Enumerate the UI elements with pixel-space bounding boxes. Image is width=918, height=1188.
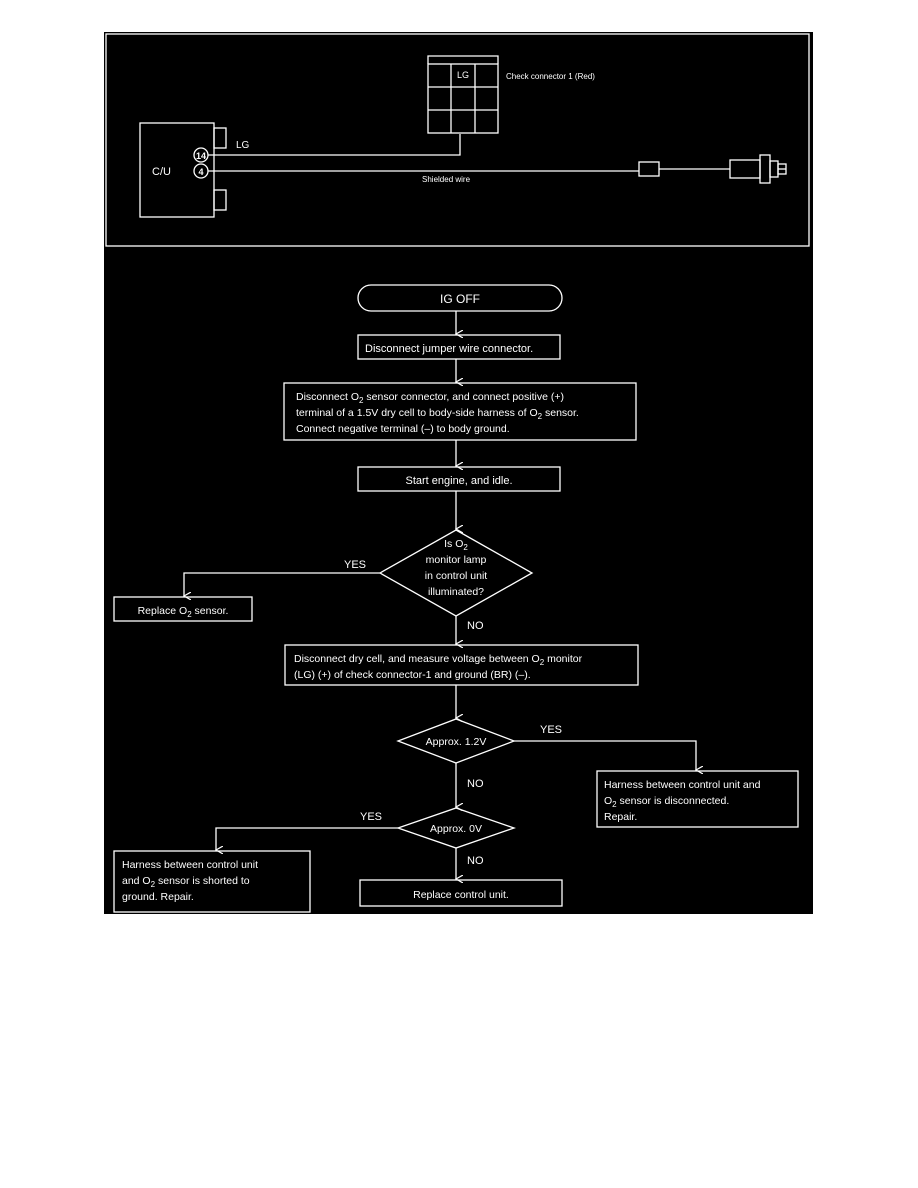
replace-sensor-label: Replace O2 sensor. — [138, 605, 229, 619]
d2-no-label: NO — [467, 778, 484, 790]
step-connect-dry-cell — [283, 382, 637, 441]
decision1-line1: Is O2 — [444, 538, 468, 552]
control-unit: C/U 14 4 — [139, 122, 227, 218]
connector-lg-label: LG — [457, 70, 469, 80]
result-disconnected-line1: Harness between control unit and — [604, 779, 761, 791]
step4-line2: (LG) (+) of check connector-1 and ground… — [294, 669, 531, 681]
decision3-label: Approx. 0V — [430, 823, 482, 835]
replace-control-unit-label: Replace control unit. — [413, 889, 509, 901]
result-shorted-line2: and O2 sensor is shorted to — [122, 875, 250, 889]
result-disconnected-box — [596, 770, 799, 828]
step2-line2: terminal of a 1.5V dry cell to body-side… — [296, 407, 579, 421]
replace-control-unit-box — [359, 879, 563, 907]
d2-yes-label: YES — [540, 724, 562, 736]
lg-wire-label: LG — [236, 140, 250, 151]
d3-yes-label: YES — [360, 811, 382, 823]
shielded-wire-label: Shielded wire — [422, 175, 471, 184]
decision1-line4: illuminated? — [428, 586, 484, 598]
result-disconnected-line3: Repair. — [604, 811, 637, 823]
pin-14-label: 14 — [196, 151, 206, 161]
d1-yes-label: YES — [344, 559, 366, 571]
wiring-panel-border — [105, 33, 810, 247]
arrow-d1-yes — [184, 572, 380, 596]
step-measure-voltage — [284, 644, 639, 686]
step-disconnect-jumper — [357, 334, 561, 360]
decision2-label: Approx. 1.2V — [426, 736, 487, 748]
arrow-d2-yes — [514, 740, 696, 770]
o2-sensor — [638, 154, 787, 184]
step2-line1: Disconnect O2 sensor connector, and conn… — [296, 391, 564, 405]
cu-label: C/U — [152, 166, 171, 178]
diagram-canvas: C/U 14 4 LG Shielded wire LG Check conne… — [105, 33, 810, 913]
step-start-engine — [357, 466, 561, 492]
decision1-line3: in control unit — [425, 570, 488, 582]
diagnostic-figure: C/U 14 4 LG Shielded wire LG Check conne… — [104, 32, 813, 914]
lg-wire — [208, 134, 461, 156]
start-label: IG OFF — [440, 292, 480, 306]
decision1-line2: monitor lamp — [426, 554, 487, 566]
step-disconnect-jumper-label: Disconnect jumper wire connector. — [365, 343, 533, 355]
d3-no-label: NO — [467, 855, 484, 867]
step-start-engine-label: Start engine, and idle. — [405, 475, 512, 487]
result-shorted-line1: Harness between control unit — [122, 859, 258, 871]
step2-line3: Connect negative terminal (–) to body gr… — [296, 423, 510, 435]
result-shorted-box — [113, 850, 311, 913]
arrow-d3-yes — [216, 827, 398, 850]
d1-no-label: NO — [467, 620, 484, 632]
replace-sensor-box — [113, 596, 253, 622]
start-node — [357, 284, 563, 312]
pin-4-label: 4 — [198, 167, 203, 177]
check-connector-label: Check connector 1 (Red) — [506, 72, 595, 81]
result-disconnected-line2: O2 sensor is disconnected. — [604, 795, 729, 809]
step4-line1: Disconnect dry cell, and measure voltage… — [294, 653, 583, 667]
check-connector: LG — [427, 55, 499, 134]
result-shorted-line3: ground. Repair. — [122, 891, 194, 903]
